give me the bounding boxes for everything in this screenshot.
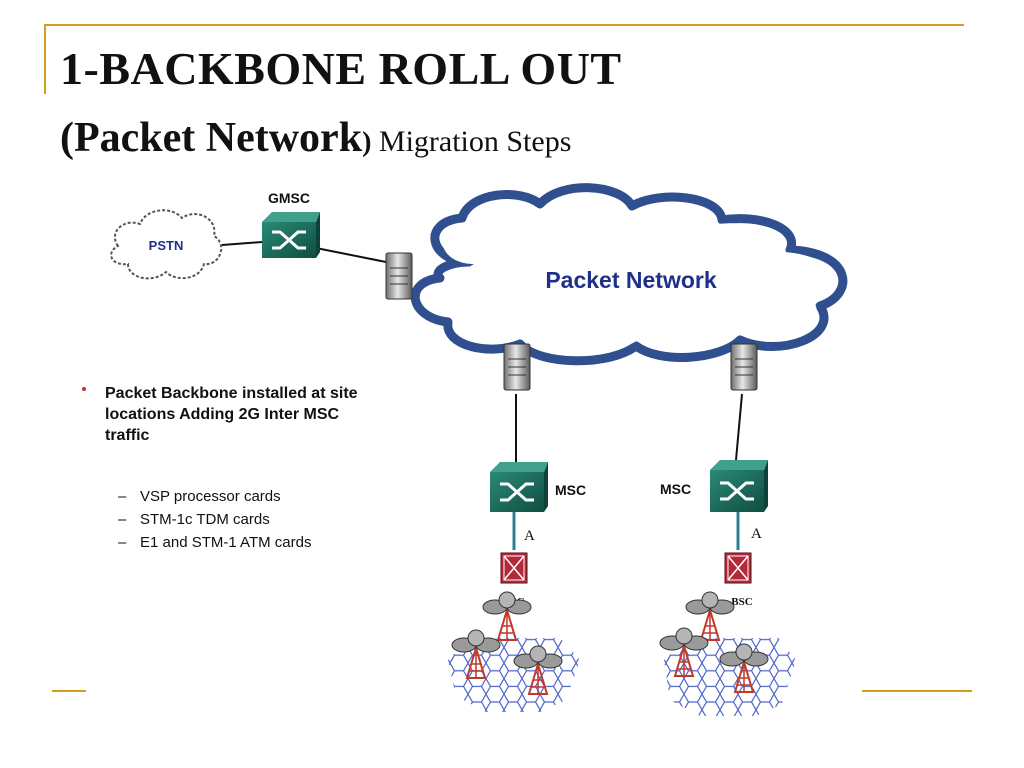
msc-left-switch: MSC <box>490 462 586 512</box>
bsc-right-label: BSC <box>731 596 752 608</box>
gateway-server-right <box>730 343 758 391</box>
accent-line-left <box>44 24 46 94</box>
bsc-right: BSC <box>724 552 753 608</box>
gmsc-label: GMSC <box>268 190 310 206</box>
switch-x-icon <box>272 230 306 250</box>
pstn-cloud: PSTN <box>110 209 223 280</box>
cell-sites-right <box>659 591 796 716</box>
sub-bullet-list: –VSP processor cards –STM-1c TDM cards –… <box>118 485 311 554</box>
sub-bullet-text: VSP processor cards <box>140 488 281 505</box>
cell-sites-left <box>448 591 580 712</box>
bullet-dot-icon <box>82 387 86 391</box>
a-label-left: A <box>524 528 535 544</box>
cell-tower-icon <box>685 591 735 641</box>
gmsc-switch: GMSC <box>262 190 320 258</box>
subtitle-paren: ) <box>362 127 372 158</box>
msc-left-label: MSC <box>555 482 586 498</box>
dash-icon: – <box>118 534 127 551</box>
sub-bullet-item: –STM-1c TDM cards <box>118 508 311 531</box>
accent-line-bottom-left <box>52 690 86 692</box>
sub-bullet-text: STM-1c TDM cards <box>140 511 270 528</box>
packet-network-label: Packet Network <box>545 267 717 293</box>
subtitle-main: (Packet Network <box>60 115 363 161</box>
accent-line-top <box>44 24 964 26</box>
packet-network-cloud: Packet Network <box>410 183 848 366</box>
gateway-server-left <box>503 343 531 391</box>
dash-icon: – <box>118 488 127 505</box>
a-label-right: A <box>751 526 762 542</box>
switch-x-icon <box>720 481 754 501</box>
msc-right-label: MSC <box>660 481 691 497</box>
link-pstn-gmsc <box>221 241 263 246</box>
pstn-label: PSTN <box>149 238 184 253</box>
slide-title: 1-BACKBONE ROLL OUT <box>60 43 622 94</box>
msc-right-switch: MSC <box>660 460 768 512</box>
switch-x-icon <box>500 482 534 502</box>
sub-bullet-item: –E1 and STM-1 ATM cards <box>118 531 311 554</box>
main-bullet-text: Packet Backbone installed at site locati… <box>105 385 358 444</box>
gateway-server-top <box>385 252 413 300</box>
sub-bullet-text: E1 and STM-1 ATM cards <box>140 534 312 551</box>
slide-subtitle: (Packet Network) Migration Steps <box>60 114 571 162</box>
main-bullet: Packet Backbone installed at site locati… <box>82 383 382 446</box>
dash-icon: – <box>118 511 127 528</box>
accent-line-bottom-right <box>862 690 972 692</box>
link-gateway-msc-right <box>735 393 743 461</box>
sub-bullet-item: –VSP processor cards <box>118 485 311 508</box>
link-gmsc-gateway <box>315 247 387 263</box>
subtitle-tail: Migration Steps <box>371 125 572 158</box>
